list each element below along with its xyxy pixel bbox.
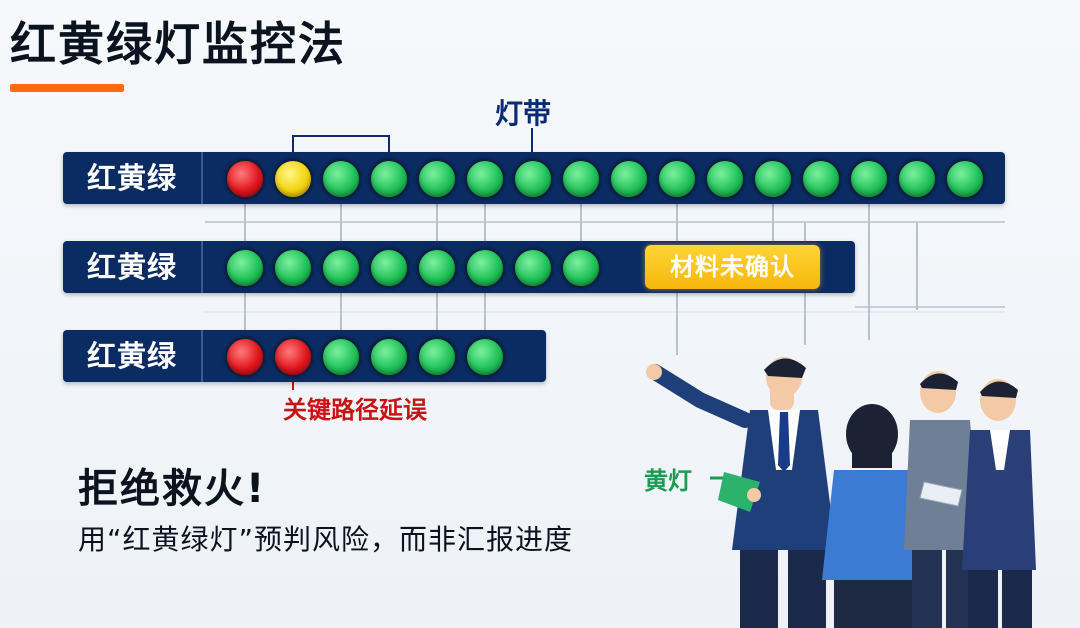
green-light-bulb [369,337,409,377]
row-label: 红黄绿 [63,330,203,382]
yellow-light-bulb [273,159,313,199]
red-light-bulb [225,337,265,377]
navy-suit-man-figure [962,379,1036,628]
status-row-1: 红黄绿 [63,152,1005,204]
critical-path-delay-label: 关键路径延误 [283,396,427,424]
green-light-bulb [753,159,793,199]
yellow-light-tag: 黄灯 [644,467,692,495]
light-strip-bracket [292,135,390,152]
green-light-bulb [657,159,697,199]
green-light-bulb [417,337,457,377]
row-label: 红黄绿 [63,241,203,293]
green-light-bulb [321,337,361,377]
green-light-bulb [417,159,457,199]
material-unconfirmed-badge: 材料未确认 [645,245,820,289]
green-light-bulb [465,159,505,199]
subtext: 用“红黄绿灯”预判风险，而非汇报进度 [78,523,574,556]
green-light-bulb [705,159,745,199]
status-row-3: 红黄绿 [63,330,546,382]
green-light-bulb [321,248,361,288]
green-light-bulb [609,159,649,199]
title-underline [10,84,124,92]
red-light-bulb [225,159,265,199]
pointing-man-figure [646,357,836,628]
green-light-bulb [465,337,505,377]
page-title: 红黄绿灯监控法 [10,17,346,71]
green-light-bulb [561,159,601,199]
slogan: 拒绝救火! [78,466,267,512]
green-light-bulb [561,248,601,288]
green-light-bulb [897,159,937,199]
green-light-bulb [369,248,409,288]
green-light-bulb [849,159,889,199]
green-light-bulb [801,159,841,199]
green-light-bulb [513,159,553,199]
row-label: 红黄绿 [63,152,203,204]
red-light-bulb [273,337,313,377]
green-light-bulb [417,248,457,288]
green-light-bulb [225,248,265,288]
green-light-bulb [465,248,505,288]
green-light-bulb [369,159,409,199]
green-light-bulb [945,159,985,199]
green-light-bulb [513,248,553,288]
green-light-bulb [273,248,313,288]
business-team-illustration [646,357,1036,628]
woman-figure [822,404,926,628]
green-light-bulb [321,159,361,199]
light-strip-label: 灯带 [495,97,552,130]
